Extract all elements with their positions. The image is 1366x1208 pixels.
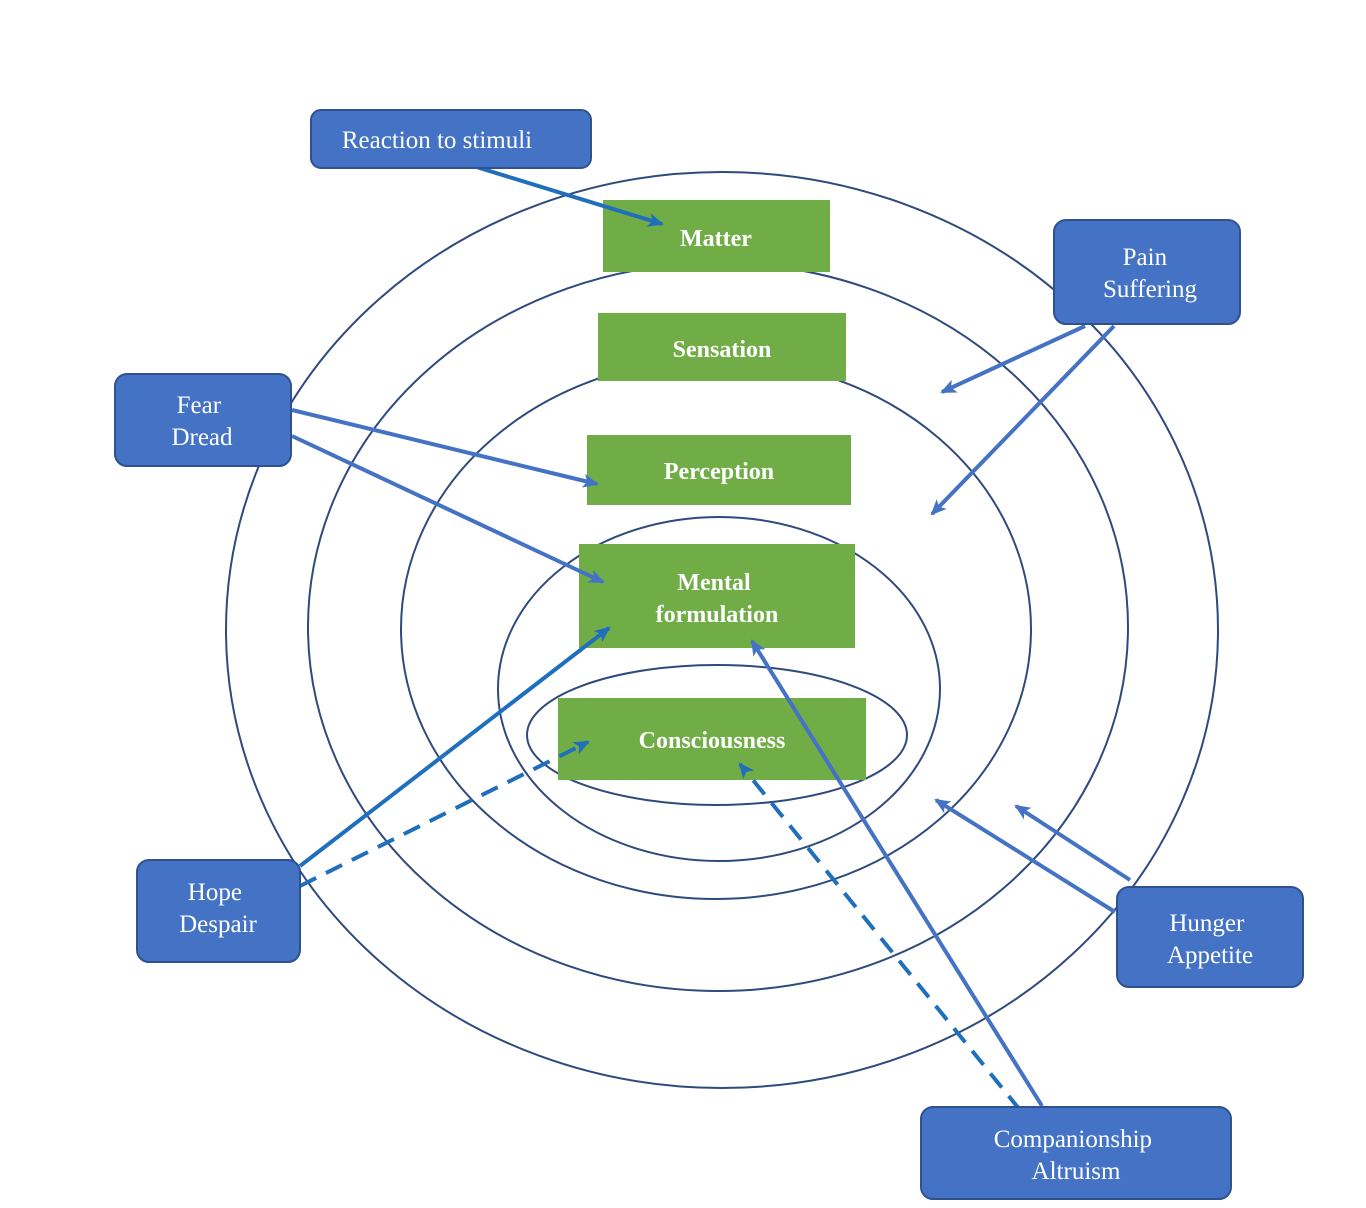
svg-text:Pain Suffering: Pain Suffering [1103,244,1197,303]
callout-label-line-2: Despair [179,911,257,938]
callout-label-line-2: Altruism [1032,1158,1121,1185]
layer-boxes: Matter Sensation Perception Mental formu… [558,200,866,780]
layer-matter: Matter [603,200,830,272]
svg-text:Perception: Perception [664,459,774,485]
arrow-hope-to-mental [298,626,611,868]
callout-label-line-2: Dread [171,424,233,451]
svg-text:Sensation: Sensation [673,337,772,363]
svg-text:Fear Dread: Fear Dread [171,392,233,451]
callout-boxes: Reaction to stimuli Pain Suffering Fear … [114,109,1304,1200]
callout-label-line-1: Fear [177,392,222,419]
svg-text:Hunger Appetite: Hunger Appetite [1167,910,1253,969]
callout-label-line-1: Hunger [1169,910,1245,937]
callout-companionship-altruism: Companionship Altruism [920,1106,1232,1200]
layer-label: Consciousness [639,728,786,754]
ring-matter [225,171,1219,1089]
svg-text:Reaction to stimuli: Reaction to stimuli [342,127,532,154]
arrow-stimuli-to-matter [469,163,664,227]
ring-mental-formulation [497,516,941,862]
callout-fear-dread: Fear Dread [114,373,292,467]
arrow-pain-to-sensation [940,324,1086,394]
layer-label-line-1: Mental [677,570,751,596]
callout-hope-despair: Hope Despair [136,859,301,963]
svg-text:Companionship Altruism: Companionship Altruism [994,1126,1159,1185]
callout-pain-suffering: Pain Suffering [1053,219,1241,325]
callout-label-line-1: Hope [188,879,242,906]
arrow-fear-to-perception [291,408,599,488]
arrow-fear-to-mental [291,434,605,584]
callout-label-line-2: Appetite [1167,942,1253,969]
arrow-hunger-to-perception [934,798,1117,914]
arrow-companionship-to-consciousness [738,762,1022,1112]
ring-consciousness [526,664,908,806]
arrow-pain-to-perception [930,324,1116,516]
layer-label: Sensation [673,337,772,363]
layer-perception: Perception [587,435,851,505]
layer-consciousness: Consciousness [558,698,866,780]
callout-label: Reaction to stimuli [342,127,532,154]
arrows [291,163,1132,1112]
callout-label-line-2: Suffering [1103,276,1197,303]
layer-label-line-2: formulation [656,602,779,628]
callout-reaction-to-stimuli: Reaction to stimuli [310,109,592,169]
layer-mental-formulation: Mental formulation [579,544,855,648]
arrow-hope-to-consciousness [299,740,590,888]
svg-text:Matter: Matter [680,226,752,252]
callout-label-line-1: Companionship [994,1126,1152,1153]
layer-label: Perception [664,459,774,485]
arrow-companionship-to-mental [750,639,1044,1108]
svg-text:Mental formulation: Mental formulation [656,570,779,628]
svg-text:Hope Despair: Hope Despair [179,879,257,938]
callout-hunger-appetite: Hunger Appetite [1116,886,1304,988]
arrow-hunger-to-sensation [1014,804,1132,882]
layer-label: Matter [680,226,752,252]
callout-label-line-1: Pain [1123,244,1168,271]
layer-sensation: Sensation [598,313,846,381]
svg-text:Consciousness: Consciousness [639,728,786,754]
